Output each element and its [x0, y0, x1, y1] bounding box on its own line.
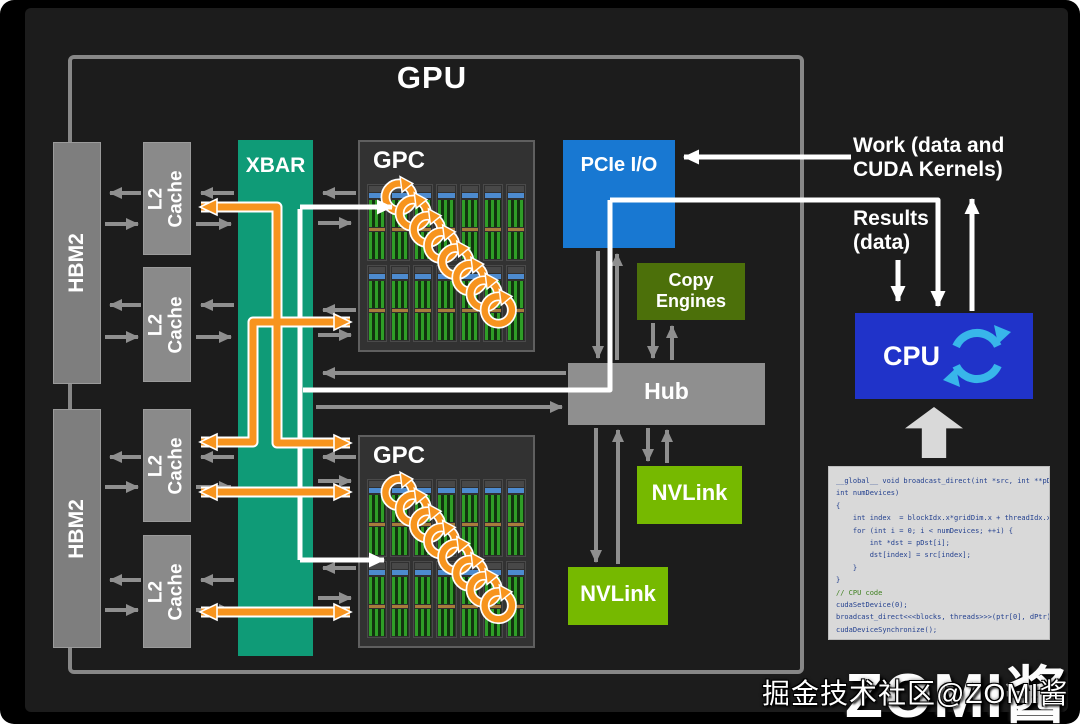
- watermark-community: 掘金技术社区@ZOMI酱: [762, 678, 1069, 709]
- nvlink-label-1: NVLink: [651, 480, 728, 505]
- pcie-io-box: PCIe I/O: [563, 140, 675, 248]
- gpc-label-1: GPC: [373, 147, 426, 174]
- cpu-box: CPU: [855, 313, 1033, 399]
- pcie-io-label: PCIe I/O: [580, 154, 658, 176]
- hub-label: Hub: [644, 378, 689, 404]
- gpc-box-1: GPC: [358, 140, 535, 352]
- hbm2-label-2: HBM2: [65, 498, 89, 559]
- nvlink-box-2: NVLink: [568, 567, 668, 625]
- cpu-label: CPU: [883, 340, 941, 371]
- gpc-box-2: GPC: [358, 435, 535, 648]
- warp-cycle-chain-icon-1: [380, 175, 517, 329]
- xbar-label: XBAR: [245, 154, 306, 177]
- watermark-big: ZOMI酱: [845, 662, 1067, 724]
- gpc-label-2: GPC: [373, 442, 426, 469]
- results-annotation: Results(data): [853, 207, 929, 254]
- hub-box: Hub: [568, 363, 765, 425]
- xbar-box: XBAR: [238, 140, 313, 656]
- hbm2-box-2: HBM2: [53, 409, 101, 648]
- hbm2-label-1: HBM2: [65, 233, 89, 293]
- gpc-sm-grid-2: [367, 479, 526, 638]
- gpu-title: GPU: [396, 60, 468, 95]
- nvlink-label-2: NVLink: [580, 581, 656, 606]
- warp-cycle-chain-icon-2: [380, 470, 517, 625]
- nvlink-box-1: NVLink: [637, 466, 742, 524]
- hbm2-box-1: HBM2: [53, 142, 101, 384]
- cuda-code-snippet: __global__ void broadcast_direct(int *sr…: [828, 466, 1050, 640]
